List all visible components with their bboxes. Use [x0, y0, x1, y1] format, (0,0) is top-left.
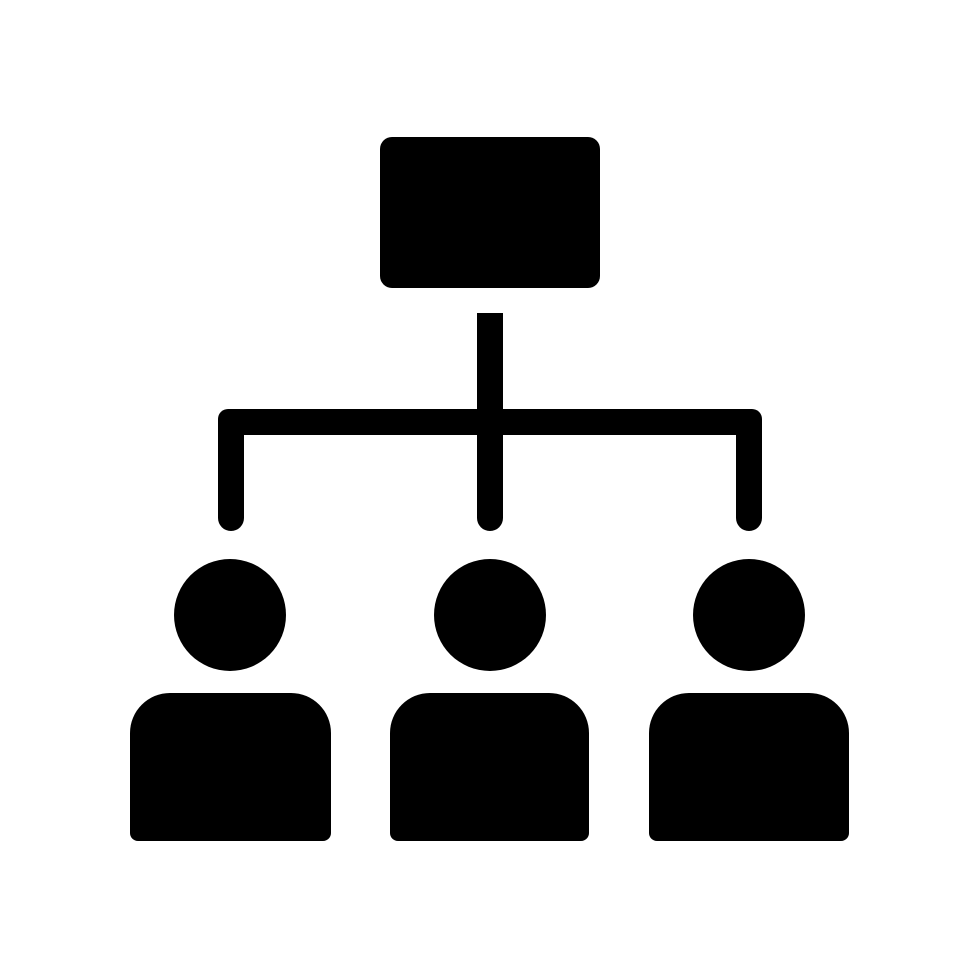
connector-stem: [477, 313, 503, 421]
connector-drop-left: [218, 409, 244, 531]
person-center-body-base: [390, 760, 589, 841]
org-chart-glyph: [130, 137, 849, 841]
person-left-head: [174, 559, 286, 671]
person-left-body-base: [130, 760, 331, 841]
person-right-head: [693, 559, 805, 671]
connector-drop-center: [477, 409, 503, 531]
person-right-icon: [649, 559, 849, 841]
connector-drop-right: [736, 409, 762, 531]
person-left-icon: [130, 559, 331, 841]
person-right-body-base: [649, 760, 849, 841]
top-node-box: [380, 137, 600, 288]
person-center-icon: [390, 559, 589, 841]
person-center-head: [434, 559, 546, 671]
connector-lines: [218, 313, 762, 531]
